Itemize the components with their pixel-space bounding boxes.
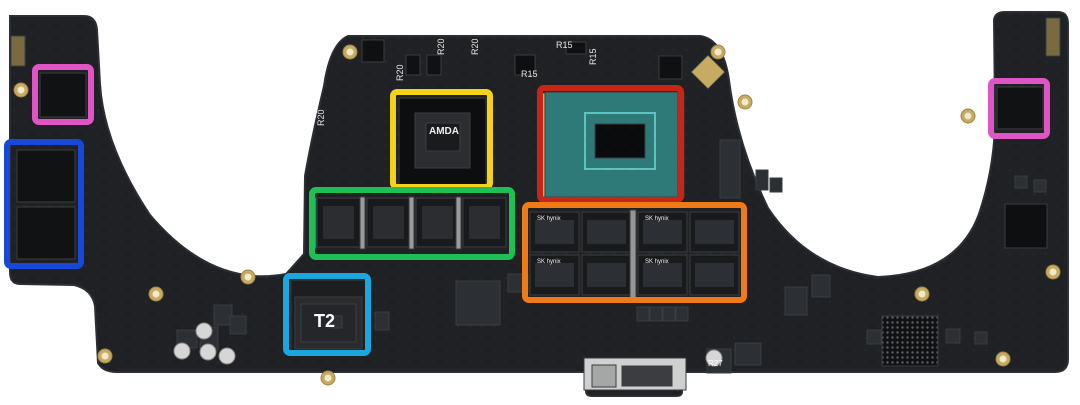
top-small-chip-a — [405, 54, 421, 76]
highlight-gpu-memory — [309, 187, 515, 260]
system-ram-divider — [629, 209, 637, 299]
capacitor-2 — [195, 322, 213, 340]
board-marking-r15-b: R15 — [521, 69, 538, 79]
vram-separator-2 — [408, 196, 415, 250]
hole-right-bottom-center — [918, 290, 926, 298]
hole-bottom-center-center — [324, 374, 332, 382]
highlight-left-storage-nand — [4, 139, 84, 269]
passive-part-12 — [675, 306, 689, 322]
right-mid-chip — [1004, 203, 1048, 249]
hole-top-right-center — [714, 48, 722, 56]
hole-left-bottom-center — [152, 290, 160, 298]
highlights-layer — [4, 64, 1050, 356]
right-lower-bga — [881, 315, 939, 367]
passive-part-14 — [734, 342, 762, 366]
hole-right-mid-center — [964, 112, 972, 120]
vram-module-1-label-area — [323, 206, 354, 239]
hole-top-left-center — [346, 48, 354, 56]
left-nand-top — [16, 149, 76, 203]
board-details — [10, 17, 1061, 391]
system-ram-mark-4 — [695, 220, 734, 244]
passive-part-17 — [866, 329, 882, 345]
system-ram-mark-8 — [695, 263, 734, 287]
capacitor-4 — [218, 347, 236, 365]
passive-part-5 — [329, 315, 343, 329]
board-marking-r15-c: R15 — [588, 48, 598, 65]
top-small-chip-b — [426, 54, 442, 76]
left-upper-chip — [39, 72, 87, 118]
hole-left-low-center — [101, 352, 109, 360]
passive-part-15 — [784, 286, 808, 316]
bottom-connector-housing — [621, 365, 673, 387]
skhynix-label-2: SK hynix — [645, 216, 669, 222]
highlight-left-side-chip — [32, 64, 94, 125]
t2-inner — [300, 303, 357, 343]
hole-right-edge-center — [1049, 268, 1057, 276]
passive-part-3 — [213, 304, 233, 326]
passive-part-18 — [945, 328, 961, 344]
capacitor-1 — [173, 342, 191, 360]
t2-chip-label: T2 — [314, 311, 335, 331]
bottom-connector-latch — [591, 364, 617, 388]
gpu-die — [414, 112, 471, 169]
system-ram-mark-5 — [535, 263, 574, 287]
system-ram-mark-6 — [587, 263, 626, 287]
board-marking-r20-a: R20 — [395, 64, 405, 81]
hole-right-upper-center — [741, 98, 749, 106]
highlight-cpu — [537, 85, 684, 203]
skhynix-label-4: SK hynix — [645, 259, 669, 265]
passive-part-11 — [662, 306, 676, 322]
top-left-square — [361, 39, 385, 63]
passive-part-21 — [1033, 179, 1047, 193]
system-ram-mark-1 — [535, 220, 574, 244]
left-edge-connector — [10, 35, 26, 67]
highlight-right-side-chip — [988, 78, 1050, 139]
vram-separator-1 — [359, 196, 366, 250]
passive-part-20 — [1014, 175, 1028, 189]
board-marking-r20-b: R20 — [436, 38, 446, 55]
passive-part-24 — [769, 177, 783, 193]
right-upper-chip — [996, 86, 1044, 130]
left-nand-bottom — [16, 206, 76, 260]
passive-part-4 — [229, 315, 247, 335]
highlight-system-memory — [522, 202, 747, 303]
system-ram-mark-3 — [643, 220, 682, 244]
board-marking-r20-c: R20 — [470, 38, 480, 55]
system-ram-mark-7 — [643, 263, 682, 287]
highlight-t2-chip — [283, 273, 371, 356]
hole-lower-left-center — [244, 273, 252, 281]
capacitor-5 — [705, 349, 723, 367]
passive-part-7 — [455, 280, 501, 326]
passive-part-16 — [811, 274, 831, 298]
gpu-center — [425, 122, 461, 152]
cpu-texture — [544, 91, 679, 198]
system-ram-mark-2 — [587, 220, 626, 244]
vram-module-2-label-area — [373, 206, 404, 239]
passive-part-22 — [719, 139, 741, 199]
capacitor-3 — [199, 343, 217, 361]
passive-part-23 — [755, 169, 769, 191]
skhynix-label-3: SK hynix — [537, 259, 561, 265]
vram-separator-3 — [455, 196, 462, 250]
top-small-chip-d — [565, 41, 587, 55]
board-marking-r20-d: R20 — [316, 109, 326, 126]
passive-part-19 — [974, 331, 988, 345]
top-small-chip-c — [514, 54, 536, 76]
passive-part-6 — [374, 311, 390, 331]
vram-module-4-label-area — [469, 206, 500, 239]
passive-part-9 — [636, 306, 650, 322]
top-right-square — [658, 55, 683, 80]
right-edge-connector — [1045, 17, 1061, 57]
hole-left-top-center — [17, 86, 25, 94]
top-gold-pad — [690, 54, 726, 90]
passive-part-10 — [649, 306, 663, 322]
inductor-label: R27 — [708, 359, 723, 368]
vram-module-3-label-area — [422, 206, 453, 239]
hole-right-low-center — [999, 355, 1007, 363]
gpu-brand-label: AMDA — [429, 126, 459, 137]
skhynix-label-1: SK hynix — [537, 216, 561, 222]
board-marking-r15-a: R15 — [556, 40, 573, 50]
